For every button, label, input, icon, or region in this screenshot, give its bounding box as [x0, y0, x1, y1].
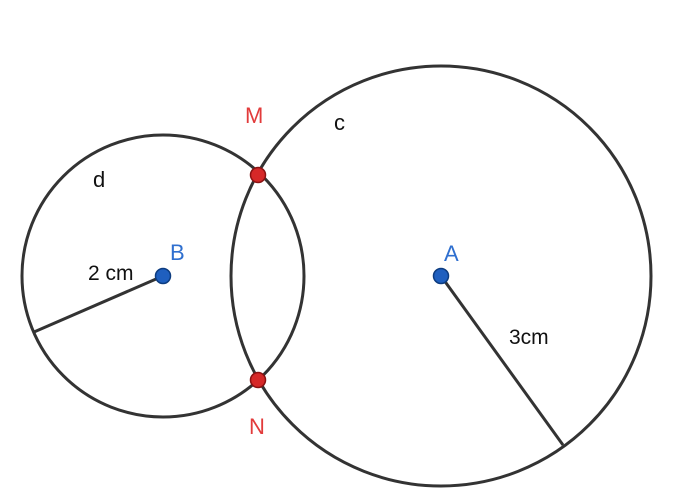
- radius-label-a: 3cm: [509, 326, 549, 349]
- point-b: [154, 267, 172, 285]
- radius-segment-a: [439, 275, 565, 446]
- point-n-label: N: [249, 414, 265, 439]
- circle-c: [229, 64, 653, 488]
- point-a-label: A: [444, 241, 459, 266]
- point-b-label: B: [170, 240, 185, 265]
- circle-d-label: d: [93, 167, 105, 192]
- radius-segment-b: [33, 274, 164, 334]
- point-m: [249, 166, 267, 184]
- radius-label-b: 2 cm: [88, 262, 134, 285]
- point-a: [432, 267, 450, 285]
- circle-c-label: c: [334, 110, 345, 135]
- point-m-label: M: [245, 103, 263, 128]
- point-n: [249, 371, 267, 389]
- circle-d: [20, 133, 306, 419]
